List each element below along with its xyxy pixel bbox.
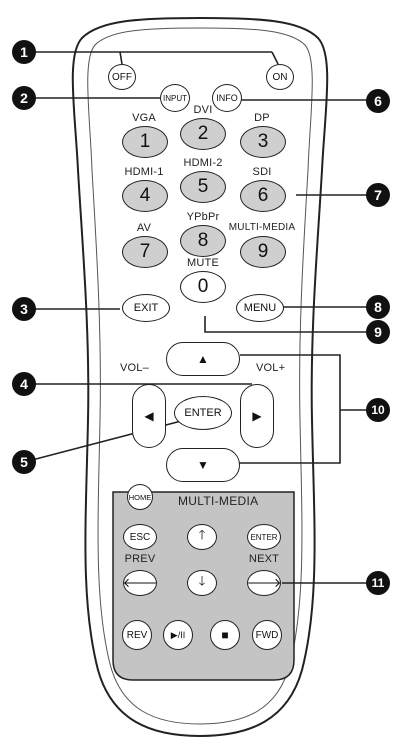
callout-lines [24, 51, 377, 584]
nav-up-button[interactable]: ▲ [166, 342, 240, 376]
home-button[interactable]: HOME [127, 484, 153, 510]
multimedia-source-label: MULTI-MEDIA [228, 222, 296, 233]
vol-up-button[interactable]: ▶ [240, 384, 274, 448]
callout-1: 1 [12, 40, 36, 64]
exit-button[interactable]: EXIT [122, 294, 170, 322]
off-button[interactable]: OFF [108, 64, 136, 90]
mute-label: MUTE [187, 257, 219, 269]
mm-esc-button[interactable]: ESC [123, 524, 157, 550]
rev-button[interactable]: REV [122, 620, 152, 650]
sdi-label: SDI [252, 166, 272, 178]
info-button[interactable]: INFO [212, 84, 242, 112]
nav-down-button[interactable]: ▼ [166, 448, 240, 482]
next-label: NEXT [248, 553, 280, 565]
remote-inner-outline [87, 27, 313, 725]
key-1-vga[interactable]: 1 [122, 126, 168, 158]
key-6-sdi[interactable]: 6 [240, 180, 286, 212]
multimedia-title: MULTI-MEDIA [178, 494, 259, 508]
key-8-ypbpr[interactable]: 8 [180, 225, 226, 257]
key-4-hdmi1[interactable]: 4 [122, 180, 168, 212]
prev-label: PREV [124, 553, 156, 565]
callout-2: 2 [12, 86, 36, 110]
callout-4: 4 [12, 372, 36, 396]
key-5-hdmi2[interactable]: 5 [180, 171, 226, 203]
vol-down-button[interactable]: ◀ [132, 384, 166, 448]
callout-10: 10 [366, 398, 390, 422]
av-label: AV [136, 222, 152, 234]
callout-8: 8 [366, 295, 390, 319]
ypbpr-label: YPbPr [186, 211, 220, 223]
input-button[interactable]: INPUT [160, 84, 190, 112]
hdmi1-label: HDMI-1 [124, 166, 164, 178]
key-9-multimedia[interactable]: 9 [240, 236, 286, 268]
callout-7: 7 [366, 183, 390, 207]
key-2-dvi[interactable]: 2 [180, 118, 226, 150]
vol-minus-label: VOL– [120, 362, 149, 374]
mm-right-next-button[interactable]: 🡒 [247, 570, 281, 596]
callout-5: 5 [12, 450, 36, 474]
callout-6: 6 [366, 89, 390, 113]
vga-label: VGA [132, 112, 156, 124]
hdmi2-label: HDMI-2 [183, 157, 223, 169]
enter-button[interactable]: ENTER [174, 396, 232, 430]
mm-up-button[interactable]: 🡑 [187, 524, 217, 550]
stop-button[interactable]: ■ [210, 620, 240, 650]
mm-left-prev-button[interactable]: 🡐 [123, 570, 157, 596]
mm-down-button[interactable]: 🡓 [187, 570, 217, 596]
key-0-mute[interactable]: 0 [180, 271, 226, 303]
callout-9: 9 [366, 320, 390, 344]
vol-plus-label: VOL+ [256, 362, 286, 374]
callout-11: 11 [366, 571, 390, 595]
dp-label: DP [254, 112, 270, 124]
play-pause-button[interactable]: ▶/II [163, 620, 193, 650]
mm-enter-button[interactable]: ENTER [247, 524, 281, 550]
dvi-label: DVI [193, 104, 213, 116]
fwd-button[interactable]: FWD [252, 620, 282, 650]
key-3-dp[interactable]: 3 [240, 126, 286, 158]
menu-button[interactable]: MENU [236, 294, 284, 322]
callout-3: 3 [12, 297, 36, 321]
key-7-av[interactable]: 7 [122, 236, 168, 268]
on-button[interactable]: ON [266, 64, 294, 90]
